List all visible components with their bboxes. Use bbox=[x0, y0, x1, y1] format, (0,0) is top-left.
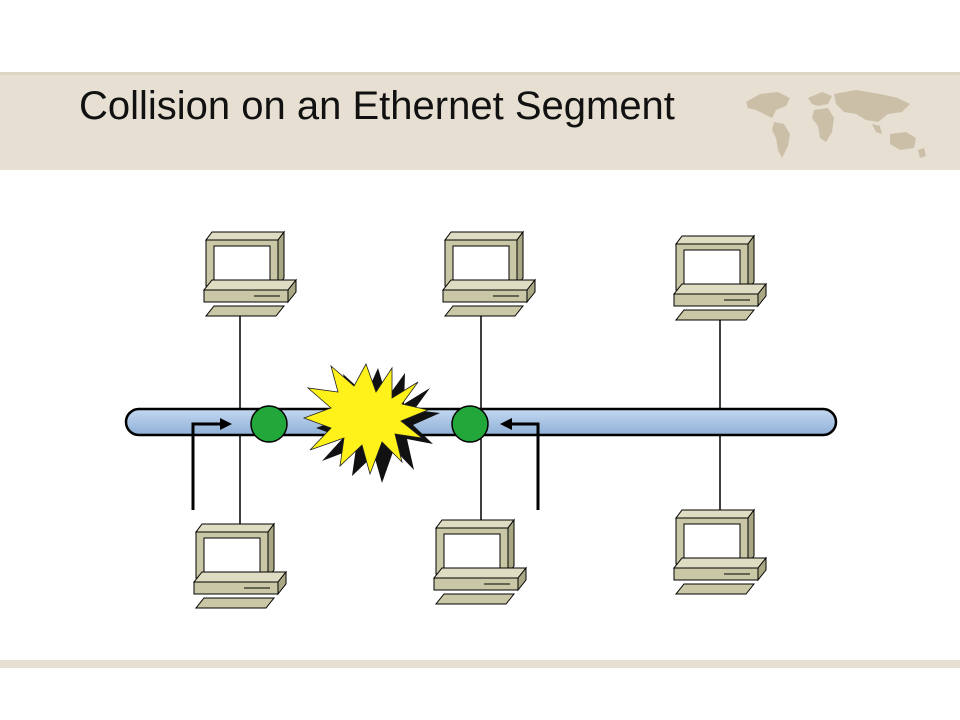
signal-arrow-icon bbox=[191, 422, 222, 510]
computer-icon bbox=[203, 231, 297, 317]
signal-dot-right bbox=[451, 405, 489, 443]
title-band bbox=[0, 75, 960, 170]
footer-band bbox=[0, 660, 960, 668]
computer-icon bbox=[433, 519, 527, 605]
signal-arrow-head-right bbox=[500, 418, 512, 430]
computer-icon bbox=[673, 509, 767, 595]
signal-arrow-head-left bbox=[220, 418, 232, 430]
signal-arrow-icon bbox=[510, 422, 540, 510]
computer-icon bbox=[442, 231, 536, 317]
computer-icon bbox=[193, 523, 287, 609]
world-map-icon bbox=[746, 90, 926, 158]
collision-burst-icon bbox=[302, 363, 430, 476]
signal-dot-left bbox=[250, 405, 288, 443]
header-top-rule bbox=[0, 72, 960, 75]
slide-title: Collision on an Ethernet Segment bbox=[79, 84, 675, 128]
computer-icon bbox=[673, 235, 767, 321]
